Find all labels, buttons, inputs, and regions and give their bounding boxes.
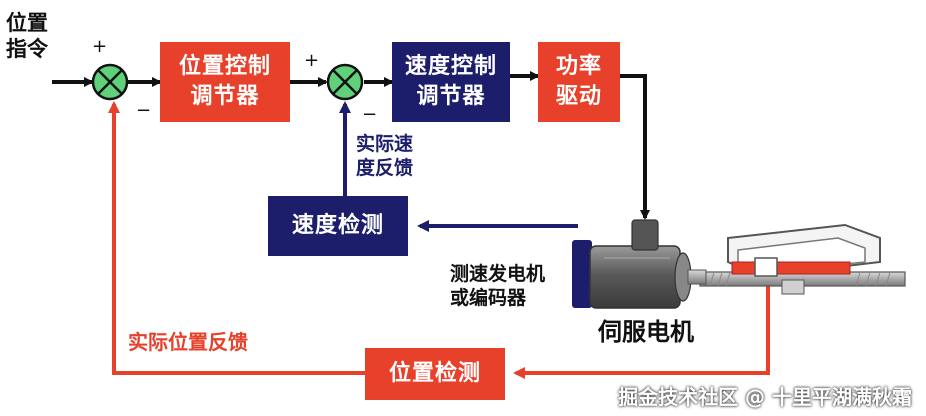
sum1-plus-sign: +: [92, 36, 108, 57]
actual-speed-feedback-label: 实际速 度反馈: [356, 133, 414, 179]
summing-junction-1: [91, 63, 129, 101]
power-drive-block: 功率 驱动: [538, 42, 620, 122]
tachometer-encoder-label: 测速发电机 或编码器: [450, 263, 546, 309]
servo-motor-illustration: [572, 219, 707, 309]
sum2-plus-sign: +: [304, 50, 320, 71]
position-controller-block: 位置控制 调节器: [160, 42, 290, 122]
actual-position-feedback-label: 实际位置反馈: [128, 330, 248, 354]
servo-motor-label: 伺服电机: [598, 318, 694, 346]
power-drive-to-motor-arrow: [620, 74, 650, 220]
speed-controller-block: 速度控制 调节器: [392, 42, 510, 122]
position-detection-block: 位置检测: [365, 348, 505, 400]
speed-detection-label: 速度检测: [291, 213, 384, 238]
sum1-minus-sign: −: [136, 100, 152, 121]
power-drive-label: 功率 驱动: [555, 54, 602, 109]
speed-detection-block: 速度检测: [268, 196, 408, 256]
sum2-minus-sign: −: [362, 104, 378, 125]
watermark: 掘金技术社区 @ 十里平湖满秋霜: [618, 385, 912, 409]
position-feedback-line: [108, 101, 365, 375]
input-label: 位置 指令: [6, 11, 48, 61]
summing-junction-2: [326, 63, 364, 101]
position-detection-label: 位置检测: [388, 361, 481, 386]
speed-controller-label: 速度控制 调节器: [404, 54, 497, 109]
linear-stage-illustration: [699, 223, 906, 295]
stage-to-position-detection-line: [513, 268, 770, 379]
position-controller-label: 位置控制 调节器: [178, 54, 271, 109]
